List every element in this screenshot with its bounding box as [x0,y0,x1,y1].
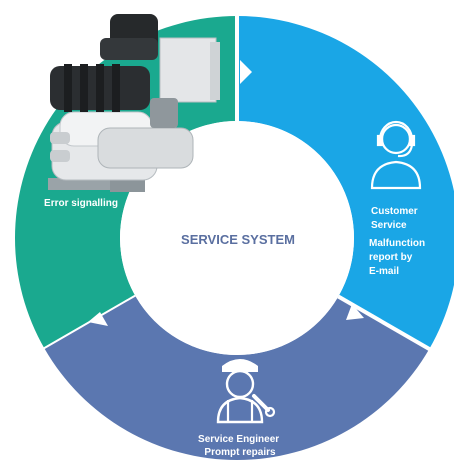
ring-segment-customer [237,16,454,349]
center-hole [120,121,354,355]
label-service-engineer: Service Engineer Prompt repairs [198,434,282,458]
label-error-signalling: Error signalling [44,198,118,209]
arrow-notch-left [88,312,108,326]
chiller-unit-image [48,14,220,192]
service-engineer-wrench-icon [216,359,276,424]
label-customer-service: Customer Service Malfunction report by E… [369,206,428,277]
customer-service-headset-icon [370,120,422,190]
arrow-notch-right [346,304,364,320]
arrow-notch-top [240,60,252,84]
center-title: SERVICE SYSTEM [181,232,295,247]
ring-separator-engineer [337,294,434,353]
ring-segment-engineer [44,296,430,460]
